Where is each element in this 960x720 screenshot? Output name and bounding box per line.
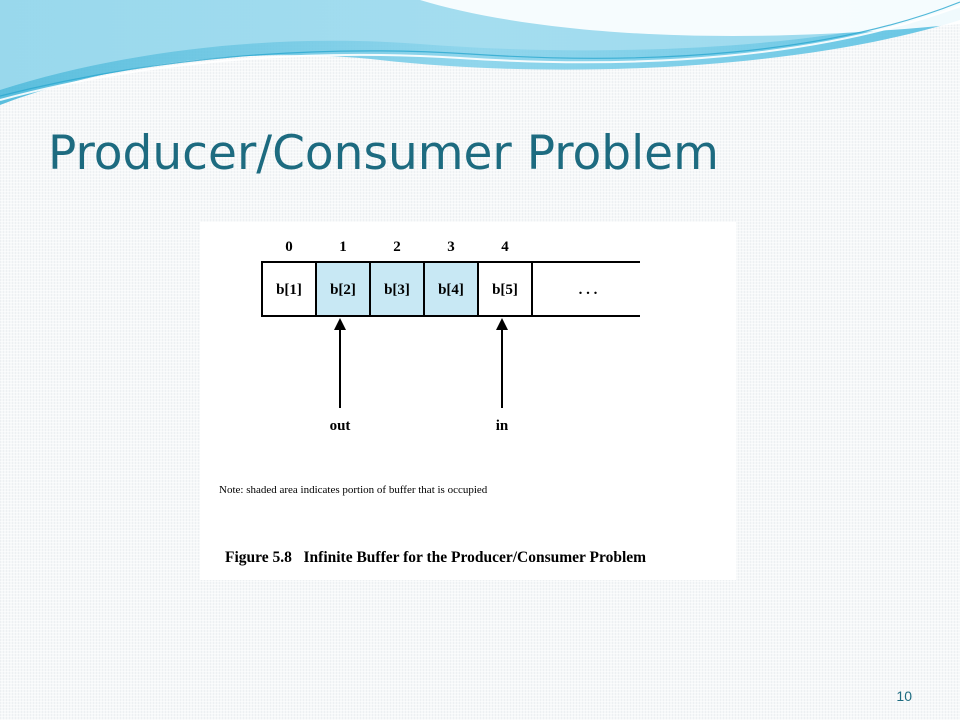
buffer-diagram: 0 1 2 3 4 b[1] b[2] b[3] b[4] b[5] . . . out in No…: [219, 239, 646, 566]
buffer-cell-2: [315, 261, 371, 317]
index-label-1: 1: [339, 239, 347, 255]
buffer-pointers: out in: [330, 318, 509, 434]
buffer-continuation: . . .: [579, 282, 598, 298]
index-label-2: 2: [393, 239, 401, 255]
index-label-4: 4: [501, 239, 509, 255]
buffer-cell-label-3: b[3]: [384, 282, 410, 298]
buffer-figure: 0 1 2 3 4 b[1] b[2] b[3] b[4] b[5] . . . out in No…: [200, 222, 736, 580]
buffer-cell-label-1: b[1]: [276, 282, 302, 298]
buffer-cell-1: [261, 261, 317, 317]
slide-title: Producer/Consumer Problem: [48, 126, 719, 181]
pointer-label-out: out: [330, 418, 351, 434]
index-label-0: 0: [285, 239, 293, 255]
pointer-label-in: in: [496, 418, 509, 434]
buffer-cell-3: [369, 261, 425, 317]
page-number: 10: [896, 688, 912, 704]
header-wave-decoration: [0, 0, 960, 105]
pointer-arrowhead-out: [334, 318, 346, 330]
buffer-cell-label-2: b[2]: [330, 282, 356, 298]
buffer-cells: b[1] b[2] b[3] b[4] b[5] . . .: [261, 261, 640, 317]
index-label-3: 3: [447, 239, 455, 255]
figure-caption: Figure 5.8 Infinite Buffer for the Produ…: [225, 549, 646, 566]
figure-note: Note: shaded area indicates portion of b…: [219, 484, 488, 496]
buffer-cell-4: [423, 261, 479, 317]
buffer-cell-label-5: b[5]: [492, 282, 518, 298]
buffer-cell-5: [477, 261, 533, 317]
buffer-cell-label-4: b[4]: [438, 282, 464, 298]
index-labels: 0 1 2 3 4: [285, 239, 509, 255]
pointer-arrowhead-in: [496, 318, 508, 330]
